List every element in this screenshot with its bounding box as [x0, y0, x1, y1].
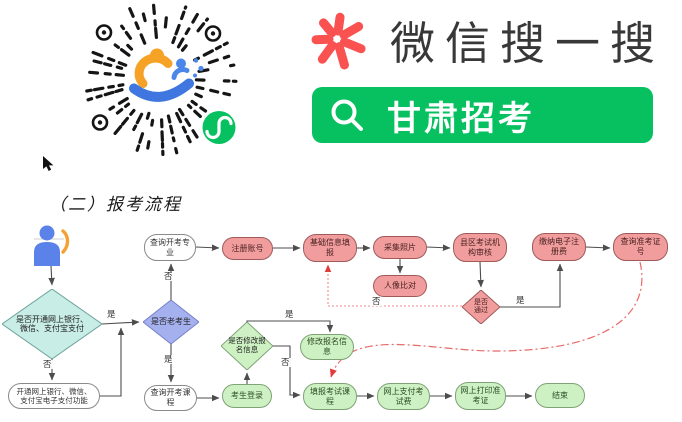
search-bar: 甘肃招考 [312, 87, 653, 143]
node-check-modify-info: 是否修改报 名信息 [220, 321, 274, 371]
node-pay-register-fee: 缴纳电子注 册费 [532, 233, 586, 261]
edge-label-yes-pass: 是 [515, 295, 526, 305]
wechat-search-asterisk-icon [311, 12, 366, 70]
node-fill-courses: 填报考试课 程 [303, 383, 357, 410]
edge-open-payment-join [100, 327, 125, 397]
qr-center-logo-icon [129, 47, 204, 110]
edge-label-no-pass: 否 [371, 296, 382, 306]
section-title: （二）报考流程 [49, 195, 182, 214]
qr-bullseye-icon [91, 24, 222, 131]
node-modify-info: 修改报名信 息 [300, 334, 354, 360]
edge-payment-yes [101, 319, 140, 326]
node-query-major: 查询开考专 业 [144, 234, 196, 261]
node-print-admission: 网上打印准 考证 [455, 382, 506, 410]
node-student-login: 考生登录 [222, 384, 272, 408]
node-register-account: 注册账号 [222, 237, 273, 260]
edge-photo-to-review [426, 244, 451, 251]
edge-pass-yes [500, 263, 564, 308]
edge-label-no-returning: 否 [163, 271, 174, 281]
edge-review-to-pass [477, 261, 485, 288]
edge-admission-return-curve [329, 261, 643, 378]
node-collect-photo: 采集照片 [373, 236, 427, 259]
node-pay-exam-fee: 网上支付考 试费 [377, 383, 430, 410]
edge-modify-no [273, 345, 301, 399]
node-query-courses: 查询开考课 程 [144, 385, 197, 411]
mouse-cursor-icon [43, 156, 54, 171]
wechat-search-brand: 微信搜一搜 [304, 6, 680, 72]
edge-label-yes-modify: 是 [284, 309, 295, 319]
node-check-payment: 是否开通网上银行、 微信、支付宝支付 [1, 288, 103, 360]
node-end: 结束 [535, 383, 585, 408]
node-open-payment: 开通网上银行、微信、 支付宝电子支付功能 [8, 383, 100, 409]
brand-title: 微信搜一搜 [390, 17, 666, 69]
edge-pass-no-return [324, 264, 462, 307]
node-check-returning-student: 是否老考生 [142, 299, 200, 345]
search-icon [331, 99, 363, 131]
edge-label-yes-payment: 是 [106, 309, 117, 319]
wechat-miniprogram-icon [202, 111, 236, 144]
edge-major-to-register [195, 244, 220, 251]
search-query: 甘肃招考 [387, 99, 535, 138]
registration-flowchart: 是否开通网上银行、 微信、支付宝支付 是否老考生 是否修改报 名信息 是否 通过… [0, 222, 682, 422]
edge-label-yes-returning: 是 [163, 354, 174, 364]
edge-start-to-check-payment [48, 265, 55, 286]
miniprogram-qr-code [68, 0, 254, 158]
qr-graphic [85, 3, 238, 156]
node-face-compare: 人像比对 [373, 275, 427, 297]
flow-edges [48, 244, 643, 402]
node-basic-info: 基础信息填 报 [303, 234, 357, 262]
node-query-admission-no: 查询准考证 号 [613, 233, 668, 261]
node-check-pass: 是否 通过 [461, 289, 501, 325]
node-county-review: 县区考试机 构审核 [453, 233, 507, 262]
edge-label-no-modify: 否 [280, 357, 291, 367]
edge-label-no-payment: 否 [42, 359, 53, 369]
edge-fee-to-admission [585, 244, 611, 251]
applicant-icon [34, 225, 70, 266]
